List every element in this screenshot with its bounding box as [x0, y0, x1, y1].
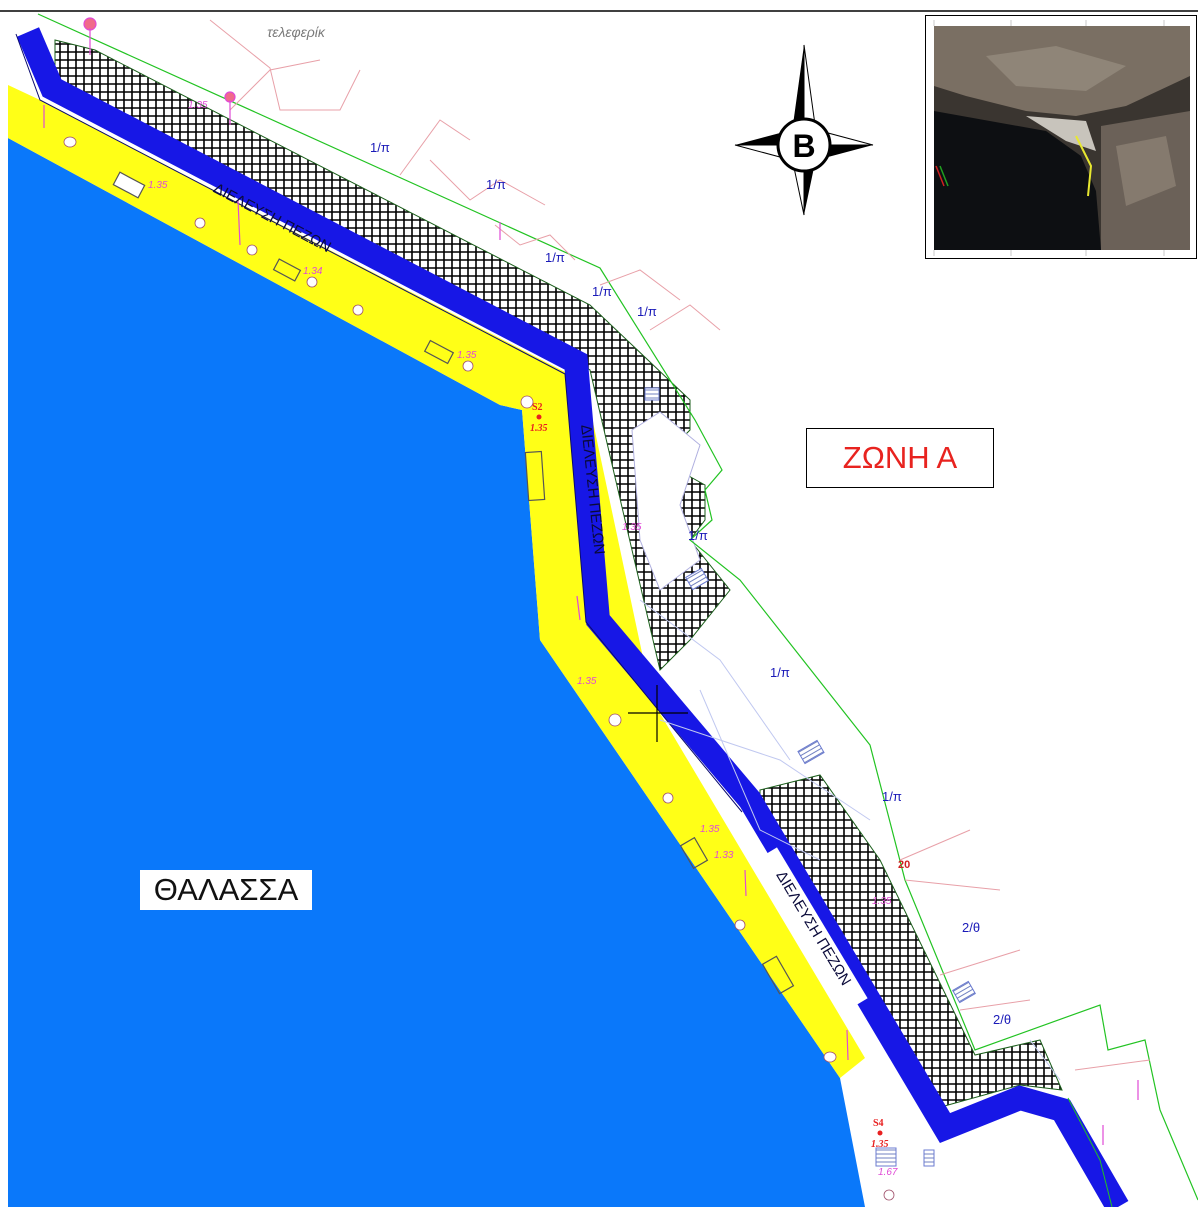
survey-point-id: S4 — [873, 1118, 884, 1129]
elevation-label: 1.33 — [714, 850, 734, 861]
compass-letter: B — [792, 128, 815, 164]
building-label: 1/π — [882, 789, 902, 804]
zone-label: ΖΩΝΗ Α — [806, 428, 994, 488]
elevation-label: 1.35 — [700, 824, 720, 835]
inset-photo-graphic — [933, 20, 1190, 256]
sea-area — [8, 138, 865, 1207]
elevation-label: 1.34 — [303, 266, 323, 277]
building-label: 1/π — [637, 304, 657, 319]
survey-lines-blue — [639, 599, 1061, 1081]
promenade-strip — [8, 85, 865, 1078]
property-boundary — [37, 13, 1198, 1201]
elevation-label: 1.35 — [872, 896, 892, 907]
point-number: 20 — [898, 859, 910, 871]
survey-point-elevation: 1.35 — [871, 1139, 889, 1150]
plaza-pocket — [631, 411, 701, 591]
pedestrian-walkway — [16, 27, 1129, 1207]
building-label: 2/θ — [962, 920, 980, 935]
light-poles — [43, 17, 1139, 1145]
building-label: 1/π — [592, 284, 612, 299]
sea-label: ΘΑΛΑΣΣΑ — [140, 870, 312, 910]
elevation-label: 1.35 — [148, 180, 168, 191]
elevation-labels: 1.35 1.34 1.35 1.35 1.35 1.35 1.35 1.35 … — [148, 100, 898, 1178]
tree-markers — [63, 136, 895, 1201]
survey-lines — [209, 19, 1151, 1071]
building-label: 2/θ — [993, 1012, 1011, 1027]
elevation-label: 1.35 — [577, 676, 597, 687]
survey-point-elevation: 1.35 — [530, 423, 548, 434]
north-compass — [734, 44, 874, 216]
boundary-secondary — [1067, 1097, 1113, 1207]
stair-blocks — [644, 387, 976, 1167]
cable-car-label: τελεφερίκ — [267, 24, 326, 40]
walkway-edge — [15, 33, 743, 813]
benches — [112, 171, 795, 995]
crosshair-mark — [628, 685, 688, 742]
elevation-label: 1.67 — [878, 1167, 898, 1178]
elevation-label: 1.35 — [622, 522, 642, 533]
survey-point-id: S2 — [532, 402, 543, 413]
building-labels: 1/π 1/π 1/π 1/π 1/π 1/π 1/π 1/π 2/θ 2/θ — [370, 140, 1011, 1027]
building-label: 1/π — [486, 177, 506, 192]
elevation-label: 1.35 — [188, 100, 208, 111]
building-label: 1/π — [770, 665, 790, 680]
inset-aerial-photo — [925, 15, 1197, 259]
elevation-label: 1.35 — [457, 350, 477, 361]
survey-point-markers — [536, 414, 883, 1136]
building-label: 1/π — [545, 250, 565, 265]
building-label: 1/π — [370, 140, 390, 155]
building-label: 1/π — [688, 528, 708, 543]
survey-point-labels: S2 1.35 S4 1.35 — [530, 402, 889, 1150]
